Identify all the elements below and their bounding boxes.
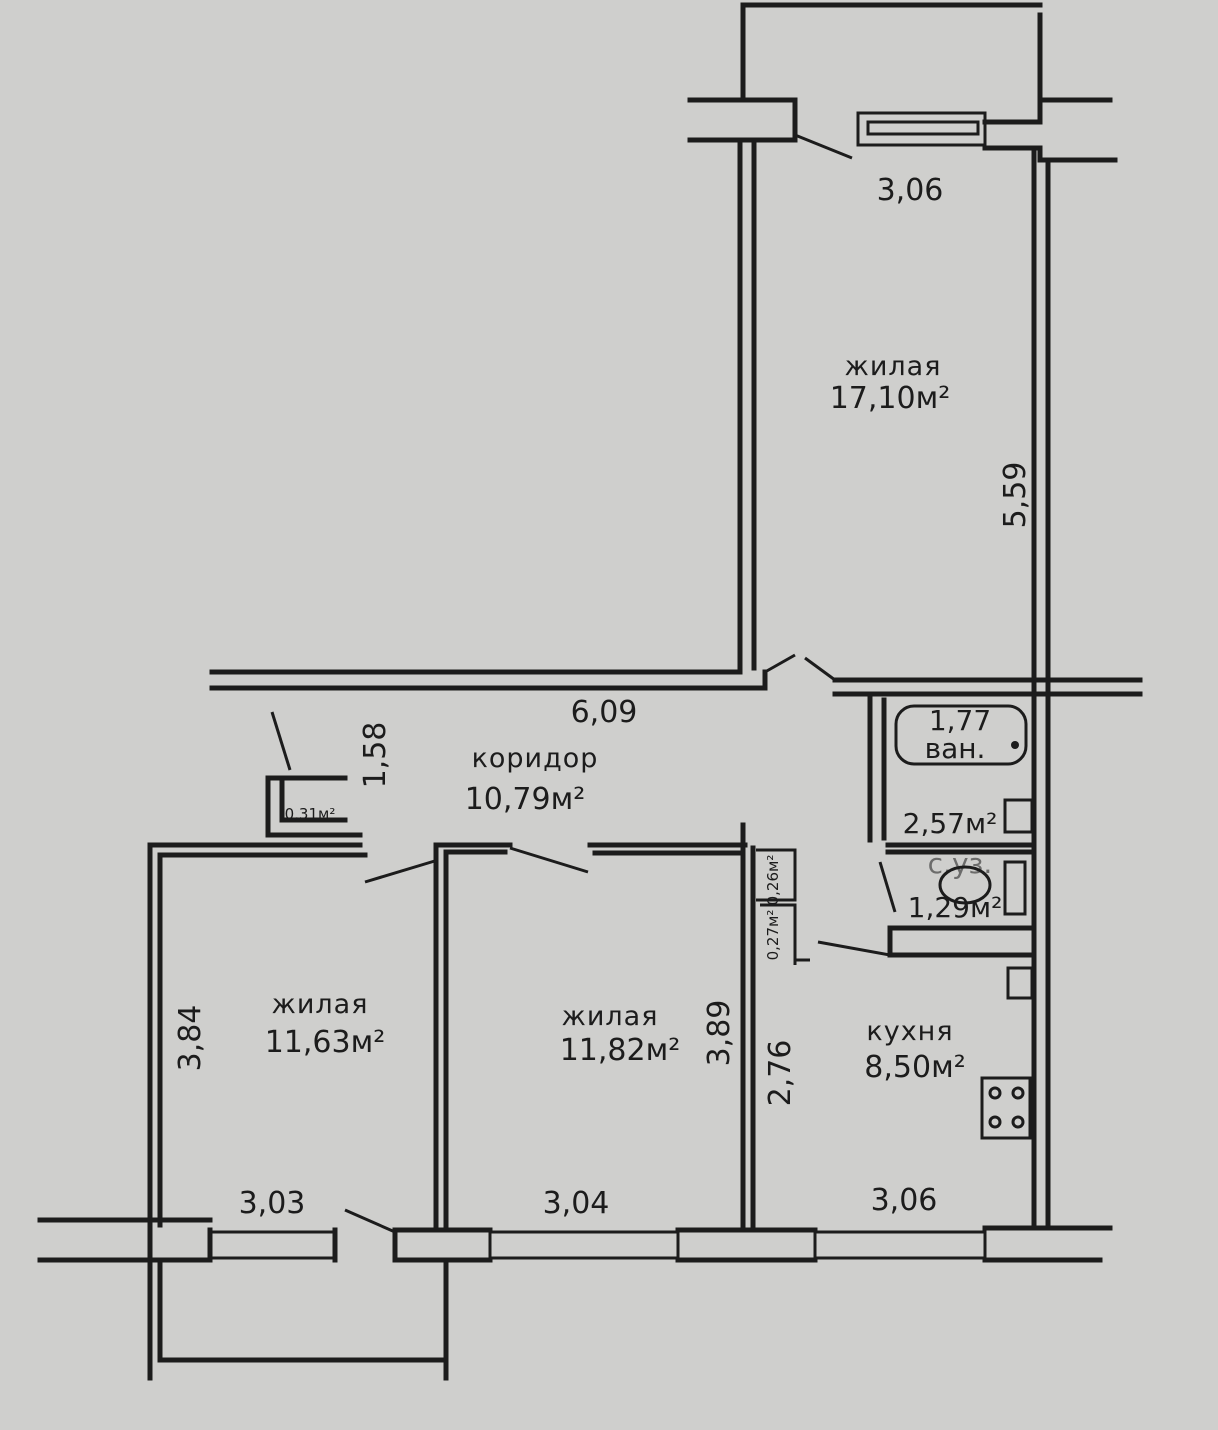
door-living-1-right [804,656,836,682]
door-living-3 [509,846,589,874]
dim-corridor-width: 1,58 [358,722,393,789]
corridor-name: коридор [472,743,599,774]
door-living-2 [364,858,439,884]
corridor-area: 10,79м² [465,782,586,817]
bath-extra-area: 2,57м² [903,807,998,840]
kitchen-sink-icon [1006,966,1034,1000]
dim-corridor-length: 6,09 [571,695,638,730]
living-1-name: жилая [845,351,942,382]
room-labels: жилая 17,10м² коридор 10,79м² жилая 11,6… [265,351,1003,1085]
dim-living-1-width: 3,06 [877,173,944,208]
window-living-1-inner [866,120,980,136]
dim-kitchen-width: 3,06 [871,1183,938,1218]
dim-living-2-width: 3,03 [239,1186,306,1221]
dimension-labels: 3,06 5,59 6,09 1,58 3,84 3,03 3,89 3,04 … [173,173,1033,1221]
living-1-area: 17,10м² [830,381,951,416]
burner-icon [988,1115,1002,1129]
dim-living-3-width: 3,04 [543,1186,610,1221]
sink-icon [1003,798,1034,834]
living-2-name: жилая [272,989,369,1020]
burner-icon [1011,1115,1025,1129]
bath-area: 1,77 [929,704,991,737]
walls [37,2,1143,1381]
bath-name: ван. [925,732,986,765]
kitchen-area: 8,50м² [864,1050,965,1085]
door-living-1-left [764,653,796,674]
dim-living-3-length: 3,89 [702,1000,737,1067]
door-closet-1 [270,711,292,771]
drain-icon [1011,741,1019,749]
window-living-3 [488,1230,680,1260]
burner-icon [1011,1086,1025,1100]
door-balcony-living-1 [794,133,853,160]
toilet-tank-icon [1003,860,1027,916]
door-balcony-living-2 [344,1208,396,1234]
burner-icon [988,1086,1002,1100]
dim-living-1-length: 5,59 [998,462,1033,529]
living-2-area: 11,63м² [265,1025,386,1060]
closets [756,848,810,965]
kitchen-name: кухня [866,1016,953,1047]
dim-kitchen-length: 2,76 [763,1040,798,1107]
closet-2-area: 0,26м² [764,855,782,906]
fixtures [894,704,1034,1140]
wc-area: 1,29м² [908,891,1003,924]
toilet-icon [938,865,992,905]
window-living-1 [856,111,987,147]
door-kitchen [817,940,891,957]
window-kitchen [813,1230,987,1260]
windows [208,111,987,1260]
wc-name: с.уз. [928,847,993,880]
living-3-name: жилая [562,1001,659,1032]
living-3-area: 11,82м² [560,1033,681,1068]
stove-icon [980,1076,1032,1140]
window-living-2 [208,1230,337,1260]
bathtub-icon [894,704,1028,766]
dim-living-2-length: 3,84 [173,1005,208,1072]
closet-3-area: 0,27м² [764,910,782,961]
closet-1-area: 0,31м² [285,805,336,823]
doors [270,133,897,1234]
door-wc [878,861,897,913]
